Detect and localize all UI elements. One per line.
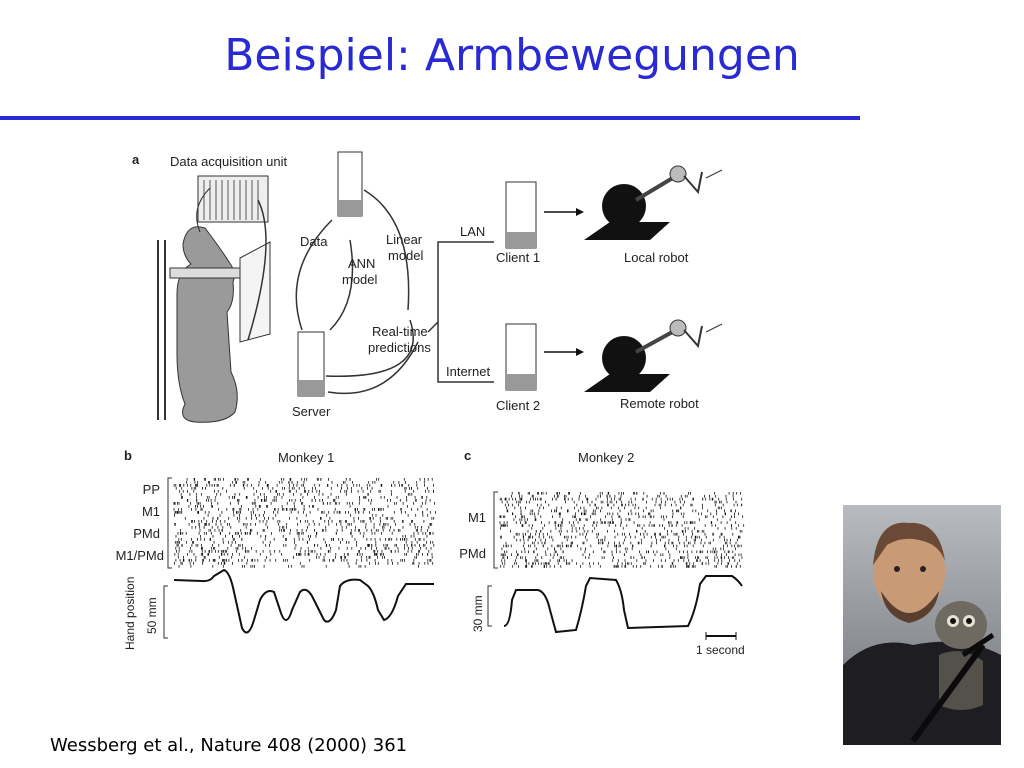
- row-label-m1-c: M1: [468, 510, 486, 525]
- raster-plot-monkey1: [173, 478, 437, 568]
- data-acquisition-label: Data acquisition unit: [170, 154, 287, 169]
- lan-label: LAN: [460, 224, 485, 239]
- panel-a-label: a: [132, 152, 140, 167]
- row-label-m1: M1: [142, 504, 160, 519]
- monkey-illustration: [157, 187, 271, 423]
- scale-bar-30mm: 30 mm: [471, 595, 485, 632]
- internet-label: Internet: [446, 364, 490, 379]
- row-label-m1pmd: M1/PMd: [116, 548, 164, 563]
- server-computer: [297, 331, 325, 397]
- client1-computer: [505, 181, 537, 249]
- title-underline: [0, 116, 860, 120]
- client1-label: Client 1: [496, 250, 540, 265]
- row-label-pmd: PMd: [133, 526, 160, 541]
- figure: a Data acquisition unit Server: [116, 151, 745, 657]
- panel-b-label: b: [124, 448, 132, 463]
- model-computer: [337, 151, 363, 217]
- linear-model-label-2: model: [388, 248, 424, 263]
- hand-trajectory-monkey2: [503, 575, 743, 634]
- row-label-pp: PP: [143, 482, 160, 497]
- ann-model-label-2: model: [342, 272, 378, 287]
- researcher-photo: [843, 505, 1001, 745]
- panel-c-label: c: [464, 448, 471, 463]
- local-robot: [584, 165, 723, 240]
- hand-trajectory-monkey1: [173, 568, 434, 634]
- time-scale-label: 1 second: [696, 643, 745, 657]
- panel-b-title: Monkey 1: [278, 450, 334, 465]
- server-label: Server: [292, 404, 331, 419]
- remote-robot: [584, 319, 723, 392]
- predictions-label-2: predictions: [368, 340, 431, 355]
- remote-robot-label: Remote robot: [620, 396, 699, 411]
- raster-plot-monkey2: [499, 492, 745, 568]
- data-acquisition-unit: [197, 175, 269, 223]
- client2-label: Client 2: [496, 398, 540, 413]
- predictions-label-1: Real-time: [372, 324, 428, 339]
- hand-position-label: Hand position: [123, 577, 137, 650]
- citation: Wessberg et al., Nature 408 (2000) 361: [50, 735, 408, 756]
- panel-c-title: Monkey 2: [578, 450, 634, 465]
- slide-title: Beispiel: Armbewegungen: [224, 30, 800, 81]
- linear-model-label-1: Linear: [386, 232, 423, 247]
- scale-bar-50mm: 50 mm: [145, 597, 159, 634]
- row-label-pmd-c: PMd: [459, 546, 486, 561]
- ann-model-label-1: ANN: [348, 256, 375, 271]
- local-robot-label: Local robot: [624, 250, 689, 265]
- data-label: Data: [300, 234, 328, 249]
- client2-computer: [505, 323, 537, 391]
